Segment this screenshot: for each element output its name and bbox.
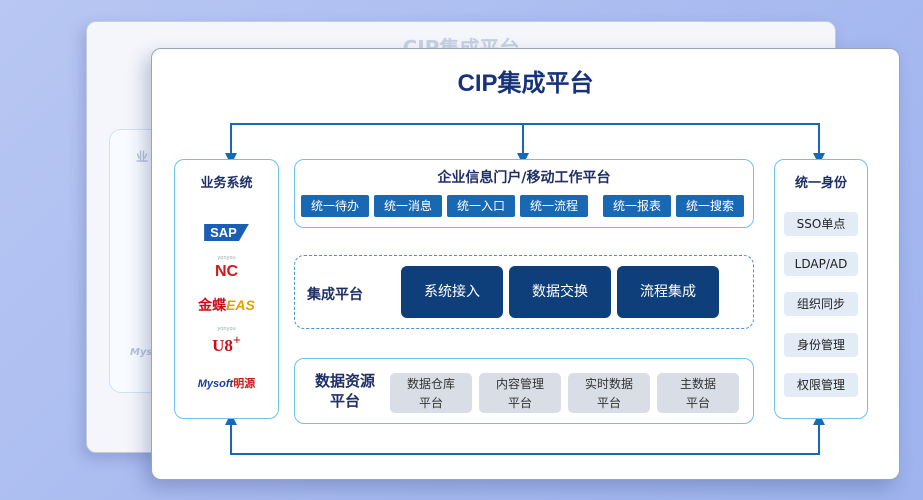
integration-item: 数据交换: [509, 266, 611, 318]
sap-logo: SAP: [175, 222, 278, 241]
portal-title: 企业信息门户/移动工作平台: [437, 170, 611, 186]
integration-panel: 集成平台 系统接入 数据交换 流程集成: [294, 255, 754, 329]
identity-item: LDAP/AD: [784, 252, 858, 276]
data-resources-panel: 数据资源 平台 数据仓库平台 内容管理平台 实时数据平台 主数据平台: [294, 358, 754, 424]
diagram-title: CIP集成平台: [457, 70, 594, 97]
identity-panel: 统一身份 SSO单点 LDAP/AD 组织同步 身份管理 权限管理: [774, 159, 868, 419]
identity-item: 组织同步: [784, 292, 858, 316]
integration-label: 集成平台: [307, 287, 363, 303]
portal-item: 统一消息: [374, 195, 442, 217]
portal-item: 统一搜索: [676, 195, 744, 217]
data-resource-item: 内容管理平台: [479, 373, 561, 413]
integration-item: 流程集成: [617, 266, 719, 318]
identity-item: SSO单点: [784, 212, 858, 236]
portal-item: 统一待办: [301, 195, 369, 217]
identity-item: 身份管理: [784, 333, 858, 357]
identity-title: 统一身份: [794, 176, 847, 191]
nc-logo: yonyou NC: [214, 255, 239, 281]
business-systems-panel: 业务系统 SAP yonyou NC 金蝶EAS yonyou U8+ Myso…: [174, 159, 279, 419]
data-resource-item: 主数据平台: [657, 373, 739, 413]
portal-item: 统一报表: [603, 195, 671, 217]
business-systems-title: 业务系统: [200, 176, 253, 191]
data-resource-item: 实时数据平台: [568, 373, 650, 413]
identity-item: 权限管理: [784, 373, 858, 397]
bottom-connector: [225, 413, 825, 455]
background-logo-text: Myso: [130, 347, 160, 358]
kingdee-eas-logo: 金蝶EAS: [198, 297, 255, 313]
architecture-diagram-card: CIP集成平台 业务系统 SAP yonyou NC 金蝶EAS yonyou …: [151, 48, 900, 480]
connector-lines: [225, 123, 825, 455]
top-connector: [225, 123, 825, 165]
integration-item: 系统接入: [401, 266, 503, 318]
background-panel-text: 业: [136, 150, 149, 164]
portal-item: 统一流程: [520, 195, 588, 217]
mysoft-logo: Mysoft明源: [197, 378, 256, 390]
portal-panel: 企业信息门户/移动工作平台 统一待办 统一消息 统一入口 统一流程 统一报表 统…: [294, 159, 754, 228]
data-resource-item: 数据仓库平台: [390, 373, 472, 413]
data-resources-label: 数据资源 平台: [314, 372, 375, 410]
portal-item: 统一入口: [447, 195, 515, 217]
u8-logo: yonyou U8+: [212, 326, 241, 355]
